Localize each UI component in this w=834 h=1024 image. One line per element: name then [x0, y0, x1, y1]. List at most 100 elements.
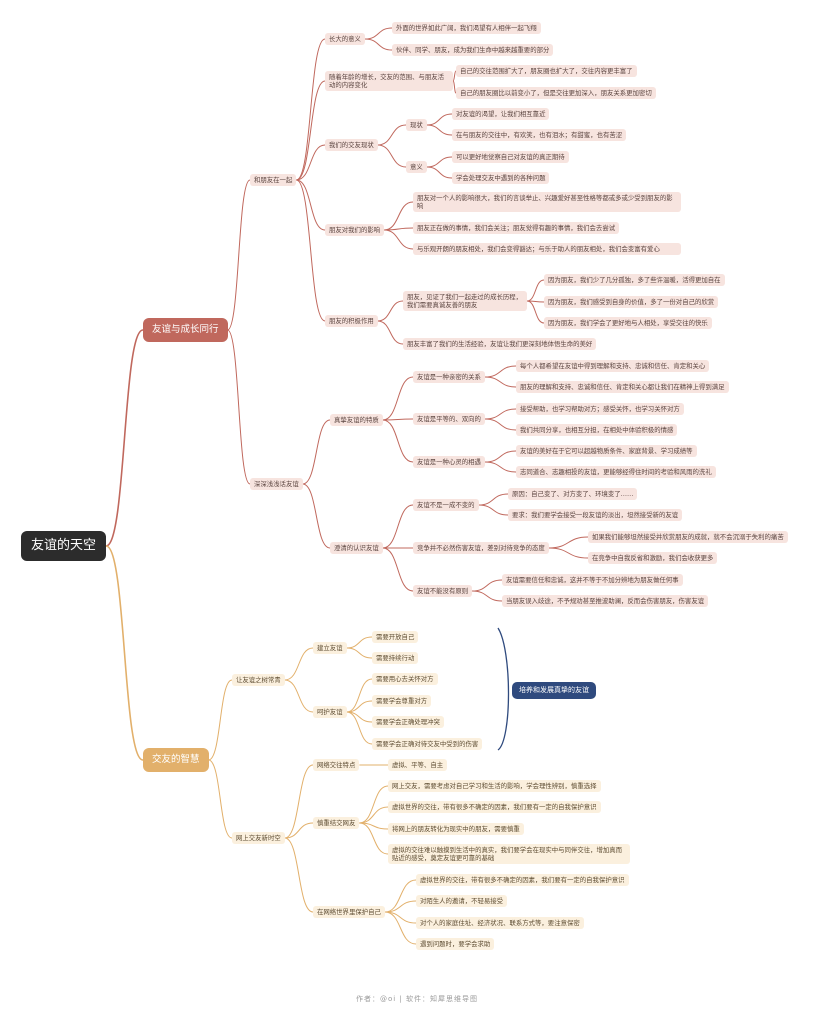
topic-witness-growth[interactable]: 朋友，见证了我们一起走过的成长历程，我们需要真诚友善的朋友 [403, 291, 527, 311]
connector-topic-with-friends [227, 179, 251, 331]
leaf-care-2[interactable]: 需要学会尊重对方 [372, 695, 432, 707]
connector-leaf-care-2 [346, 700, 373, 713]
leaf-soul-2[interactable]: 志同道合、志趣相投的友谊，更能够经得住时间的考验和风雨的洗礼 [516, 466, 716, 478]
leaf-significance-2[interactable]: 学会处理交友中遇到的各种问题 [452, 172, 550, 184]
topic-significance[interactable]: 意义 [406, 161, 427, 173]
connector-topic-clarify-friendship [302, 483, 331, 549]
connector-topic-online-features [284, 764, 314, 839]
connector-leaf-unchanging-2 [478, 504, 509, 516]
leaf-positive-3[interactable]: 因为朋友，我们学会了更好地与人相处，享受交往的快乐 [544, 317, 712, 329]
leaf-build-1[interactable]: 需要开放自己 [372, 631, 419, 643]
topic-enrich-experience[interactable]: 朋友丰富了我们的生活经验，友谊让我们更深刻地体悟生命的美好 [403, 338, 597, 350]
topic-circle-change[interactable]: 随着年龄的增长，交友的范围、与朋友活动的内容变化 [325, 71, 453, 91]
leaf-intimate-1[interactable]: 每个人都希望在友谊中得到理解和支持、忠诚和信任、肯定和关心 [516, 360, 710, 372]
leaf-online-features[interactable]: 虚拟、平等、自主 [388, 759, 448, 771]
leaf-protect-1[interactable]: 虚拟世界的交往，带有很多不确定的因素，我们要有一定的自我保护意识 [416, 874, 629, 886]
leaf-growing-up-2[interactable]: 伙伴、同学、朋友，成为我们生命中越来越重要的部分 [392, 44, 554, 56]
topic-intimate-relation[interactable]: 友谊是一种亲密的关系 [413, 371, 485, 383]
branch-friendship-wisdom[interactable]: 交友的智慧 [143, 748, 209, 772]
connector-topic-positive-role [296, 179, 326, 322]
connector-leaf-protect-4 [384, 911, 417, 945]
leaf-unchanging-2[interactable]: 要求：我们要学会接受一段友谊的淡出，坦然接受新的友谊 [508, 509, 683, 521]
leaf-influence-2[interactable]: 朋友正在做的事情，我们会关注；朋友觉得有趣的事情，我们会去尝试 [413, 222, 620, 234]
leaf-principles-1[interactable]: 友谊需要信任和忠诚，这并不等于不加分辨地为朋友做任何事 [502, 574, 683, 586]
connector-leaf-principles-2 [472, 590, 503, 602]
leaf-significance-1[interactable]: 可以更好地觉察自己对友谊的真正期待 [452, 151, 569, 163]
topic-meaning-of-growing-up[interactable]: 长大的意义 [325, 33, 365, 45]
connector-leaf-influence-3 [384, 229, 414, 250]
leaf-positive-2[interactable]: 因为朋友，我们感受到自身的价值，多了一份对自己的欣赏 [544, 296, 719, 308]
summary-true-friendship[interactable]: 培养和发展真挚的友谊 [512, 682, 596, 699]
leaf-care-4[interactable]: 需要学会正确对待交友中受到的伤害 [372, 738, 483, 750]
leaf-competition-1[interactable]: 如果我们能够坦然接受并欣赏朋友的成就，就不会沉溺于失利的痛苦 [588, 531, 788, 543]
leaf-protect-4[interactable]: 遇到问题时，要学会求助 [416, 938, 495, 950]
connector-leaf-intimate-2 [484, 376, 517, 388]
root-topic[interactable]: 友谊的天空 [21, 531, 107, 561]
topic-soul-meeting[interactable]: 友谊是一种心灵的相遇 [413, 456, 485, 468]
leaf-protect-3[interactable]: 对个人的家庭住址、经济状况、联系方式等，要注意保密 [416, 917, 584, 929]
connector-leaf-soul-1 [484, 450, 517, 463]
topic-competition[interactable]: 竞争并不必然伤害友谊，差别对待竞争的态度 [413, 542, 549, 554]
leaf-protect-2[interactable]: 对陌生人的邀请，不轻易接受 [416, 895, 508, 907]
connector-topic-status [377, 124, 407, 146]
topic-principles[interactable]: 友谊不能没有原则 [413, 585, 473, 597]
branch-friendship-growth[interactable]: 友谊与成长同行 [143, 318, 228, 342]
topic-friend-influence[interactable]: 朋友对我们的影响 [325, 224, 385, 236]
topic-current-situation[interactable]: 我们的交友现状 [325, 139, 378, 151]
connector-topic-equal-mutual [382, 418, 414, 421]
connector-topic-care-friendship [284, 679, 314, 713]
leaf-careful-3[interactable]: 将网上的朋友转化为现实中的朋友，需要慎重 [388, 823, 524, 835]
connector-topic-witness-growth [377, 300, 404, 322]
connector-topic-soul-meeting [382, 419, 414, 463]
leaf-growing-up-1[interactable]: 外面的世界如此广阔，我们渴望有人相伴一起飞翔 [392, 22, 541, 34]
connector-leaf-significance-2 [426, 166, 453, 179]
leaf-careful-2[interactable]: 虚拟世界的交往，带有很多不确定的因素，我们要有一定的自我保护意识 [388, 801, 601, 813]
connector-leaf-careful-1 [359, 785, 389, 824]
topic-with-friends[interactable]: 和朋友在一起 [250, 174, 297, 186]
connector-leaf-protect-2 [384, 900, 417, 913]
leaf-intimate-2[interactable]: 朋友的理解和支持、忠诚和信任、肯定和关心都让我们在精神上得到满足 [516, 381, 729, 393]
topic-build-friendship[interactable]: 建立友谊 [313, 642, 347, 654]
topic-online-features[interactable]: 网络交往特点 [313, 759, 360, 771]
leaf-careful-4[interactable]: 虚拟的交往难以触摸到生活中的真实，我们要学会在现实中与同伴交往，增加真而贴近的感… [388, 844, 630, 864]
topic-online-friendship[interactable]: 网上交友新时空 [232, 832, 285, 844]
leaf-status-1[interactable]: 对友谊的渴望，让我们相互靠近 [452, 108, 550, 120]
leaf-careful-1[interactable]: 网上交友，需要考虑对自己学习和生活的影响，学会理性辨别，慎重选择 [388, 780, 601, 792]
topic-not-unchanging[interactable]: 友谊不是一成不变的 [413, 499, 479, 511]
topic-protect-online[interactable]: 在网络世界里保护自己 [313, 906, 385, 918]
connector-leaf-intimate-1 [484, 365, 517, 378]
leaf-equal-2[interactable]: 我们共同分享，也相互分担，在相处中体验积极的情感 [516, 424, 678, 436]
connector-topic-talk-friendship [227, 329, 251, 485]
topic-clarify-friendship[interactable]: 澄清的认识友谊 [330, 542, 383, 554]
topic-status[interactable]: 现状 [406, 119, 427, 131]
connector-leaf-careful-2 [359, 806, 389, 824]
connector-topic-friend-influence [296, 179, 326, 231]
leaf-build-2[interactable]: 需要持续行动 [372, 652, 419, 664]
connector-topic-evergreen [208, 679, 233, 761]
leaf-competition-2[interactable]: 在竞争中自我反省和激励，我们会收获更多 [588, 552, 718, 564]
topic-careful-online[interactable]: 慎重结交网友 [313, 817, 360, 829]
leaf-care-1[interactable]: 需要用心去关怀对方 [372, 673, 438, 685]
leaf-circle-change-2[interactable]: 自己的朋友圈比以前变小了，但是交往更加深入，朋友关系更加密切 [456, 87, 656, 99]
leaf-influence-3[interactable]: 与乐观开朗的朋友相处，我们会变得豁达；与乐于助人的朋友相处，我们会变富有爱心 [413, 243, 681, 255]
connector-leaf-soul-2 [484, 461, 517, 473]
leaf-influence-1[interactable]: 朋友对一个人的影响很大，我们的言谈举止、兴趣爱好甚至性格等都或多或少受到朋友的影… [413, 192, 681, 212]
leaf-positive-1[interactable]: 因为朋友，我们少了几分孤独，多了些许温暖，活得更加自在 [544, 274, 725, 286]
topic-evergreen[interactable]: 让友谊之树常青 [232, 674, 285, 686]
topic-care-friendship[interactable]: 呵护友谊 [313, 706, 347, 718]
leaf-equal-1[interactable]: 接受帮助，也学习帮助对方；感受关怀，也学习关怀对方 [516, 403, 684, 415]
leaf-unchanging-1[interactable]: 原因：自己变了、对方变了、环境变了…… [508, 488, 638, 500]
connector-leaf-equal-1 [484, 408, 517, 420]
topic-equal-mutual[interactable]: 友谊是平等的、双向的 [413, 413, 485, 425]
leaf-care-3[interactable]: 需要学会正确处理冲突 [372, 716, 444, 728]
leaf-circle-change-1[interactable]: 自己的交往范围扩大了，朋友圈也扩大了，交往内容更丰富了 [456, 65, 637, 77]
leaf-principles-2[interactable]: 当朋友误入歧途，不予规劝甚至推波助澜，反而会伤害朋友，伤害友谊 [502, 595, 709, 607]
connector-leaf-protect-3 [384, 911, 417, 924]
leaf-status-2[interactable]: 在与朋友的交往中，有欢笑，也有泪水；有甜蜜，也有苦涩 [452, 129, 627, 141]
leaf-soul-1[interactable]: 友谊的美好在于它可以超越物质条件、家庭背景、学习成绩等 [516, 445, 697, 457]
connector-topic-true-friendship-traits [302, 419, 331, 485]
topic-true-friendship-traits[interactable]: 真挚友谊的特质 [330, 414, 383, 426]
topic-positive-role[interactable]: 朋友的积极作用 [325, 315, 378, 327]
connector-leaf-build-1 [346, 636, 373, 649]
topic-talk-friendship[interactable]: 深深浅浅话友谊 [250, 478, 303, 490]
